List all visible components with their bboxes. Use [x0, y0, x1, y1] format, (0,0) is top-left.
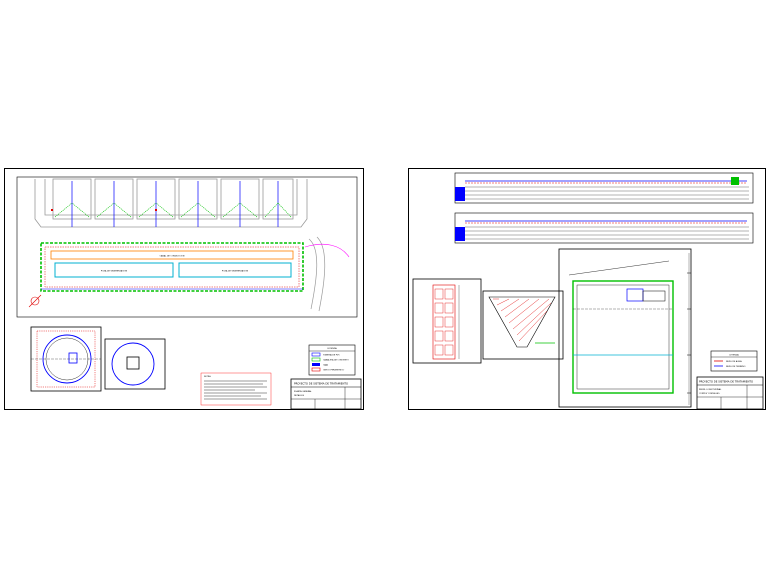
title-block-line-2: CORTES Y DETALLES [699, 392, 720, 395]
drawing-sheet-right: LEYENDA NIVEL DE AGUA NIVEL DE TERRENO P… [408, 168, 766, 410]
notes-title: NOTAS [204, 375, 212, 378]
legend-block: LEYENDA TUBERIA DE PVC CANALETA DE CONCR… [308, 344, 356, 376]
title-block-header: PROYECTO DE SISTEMA DE TRATAMIENTO [699, 380, 753, 384]
pond-right-label: POZA DE SEDIMENTACION [222, 270, 249, 273]
detail-circular-tank [30, 326, 102, 392]
legend-row-2: NIVEL DE TERRENO [726, 366, 746, 368]
column-section-detail [412, 278, 482, 364]
tank-detail-drawing: LEYENDA NIVEL DE AGUA NIVEL DE TERRENO P… [412, 172, 764, 410]
legend-block: LEYENDA NIVEL DE AGUA NIVEL DE TERRENO [710, 350, 758, 372]
tank-section-detail [558, 248, 692, 408]
lot-grid [34, 178, 308, 228]
legend-title: LEYENDA [729, 354, 739, 357]
detail-inspection-chamber [104, 338, 166, 390]
pond-left-label: POZA DE SEDIMENTACION [101, 270, 128, 273]
notes-block: NOTAS [200, 372, 272, 406]
legend-row-4: CERCO PERIMETRICO [323, 370, 345, 372]
legend-row-2: CANALETA DE CONCRETO [323, 359, 349, 362]
title-block-line-1: PLANTA GENERAL [294, 390, 313, 393]
drawing-sheet-left: CANAL DE CONDUCCION POZA DE SEDIMENTACIO… [4, 168, 364, 410]
access-road [304, 236, 350, 312]
legend-row-1: TUBERIA DE PVC [323, 354, 340, 357]
hopper-detail [482, 290, 564, 360]
north-arrow-icon [28, 294, 42, 308]
title-block: PROYECTO DE SISTEMA DE TRATAMIENTO PERFI… [696, 376, 764, 410]
title-block-line-2: DETALLES [294, 394, 305, 397]
title-block-header: PROYECTO DE SISTEMA DE TRATAMIENTO [294, 382, 348, 386]
longitudinal-profile-1 [454, 172, 754, 204]
title-block-line-1: PERFIL LONGITUDINAL [699, 388, 722, 391]
title-block: PROYECTO DE SISTEMA DE TRATAMIENTO PLANT… [290, 378, 362, 410]
channel-label: CANAL DE CONDUCCION [160, 255, 185, 258]
treatment-area: CANAL DE CONDUCCION POZA DE SEDIMENTACIO… [40, 242, 304, 292]
longitudinal-profile-2 [454, 212, 754, 244]
legend-row-1: NIVEL DE AGUA [726, 360, 742, 363]
drainage-branches [51, 181, 292, 227]
legend-title: LEYENDA [327, 347, 337, 350]
site-plan-drawing: CANAL DE CONDUCCION POZA DE SEDIMENTACIO… [16, 176, 362, 410]
legend-row-3: CAJA [323, 364, 328, 367]
